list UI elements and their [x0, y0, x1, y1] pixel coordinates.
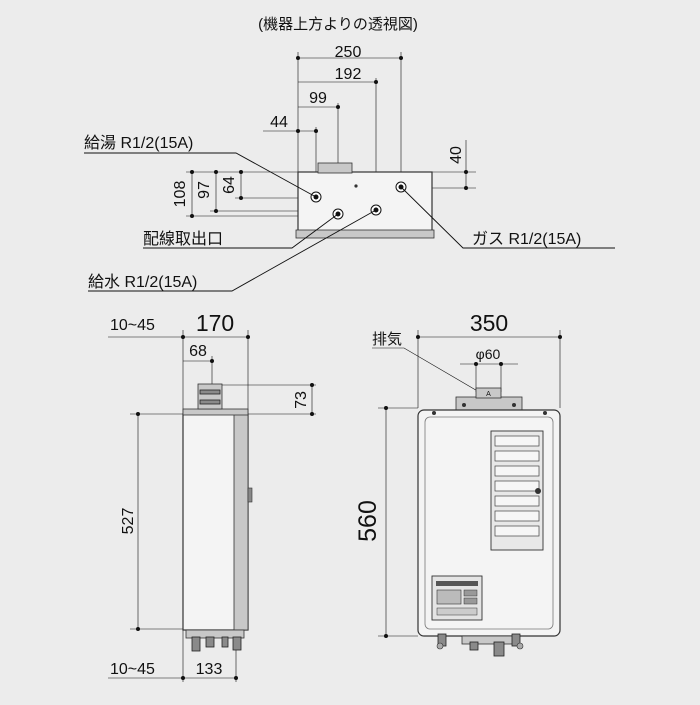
- side-view-unit: [182, 383, 253, 652]
- dim-250: 250: [335, 44, 362, 61]
- dim-side-clear-top: 10~45: [110, 317, 155, 334]
- front-view-dimension-lines: [372, 330, 562, 638]
- top-view-caption: (機器上方よりの透視図): [258, 16, 418, 33]
- label-wiring-outlet: 配線取出口: [143, 230, 223, 248]
- front-view-unit: A: [417, 387, 561, 657]
- dim-front-width: 350: [470, 310, 508, 336]
- label-hot-water: 給湯 R1/2(15A): [84, 134, 193, 152]
- dim-192: 192: [335, 66, 362, 83]
- dim-side-clear-bottom: 10~45: [110, 661, 155, 678]
- dim-side-73: 73: [293, 391, 310, 409]
- top-view-unit-outline: [295, 162, 435, 239]
- dim-108: 108: [172, 181, 189, 208]
- front-view: A: [354, 310, 562, 657]
- dim-40: 40: [448, 146, 465, 164]
- label-diameter: φ60: [476, 346, 501, 362]
- louver-slats: [494, 435, 540, 537]
- dim-97: 97: [196, 181, 213, 199]
- dim-side-133: 133: [196, 661, 223, 678]
- top-view-leaders: [84, 152, 615, 292]
- dim-44: 44: [270, 114, 288, 131]
- dim-99: 99: [309, 90, 327, 107]
- top-view: (機器上方よりの透視図): [84, 16, 615, 292]
- front-mark-a: A: [486, 391, 491, 398]
- dim-side-68: 68: [189, 343, 207, 360]
- dim-side-depth: 170: [196, 310, 234, 336]
- dim-64: 64: [221, 176, 238, 194]
- dim-side-height: 527: [120, 508, 137, 535]
- label-water-supply: 給水 R1/2(15A): [88, 273, 197, 291]
- label-exhaust: 排気: [372, 331, 402, 348]
- side-view: 10~45 170 68 73 527 10~45 133: [108, 310, 316, 682]
- dim-front-height: 560: [354, 500, 382, 542]
- label-gas: ガス R1/2(15A): [472, 230, 581, 248]
